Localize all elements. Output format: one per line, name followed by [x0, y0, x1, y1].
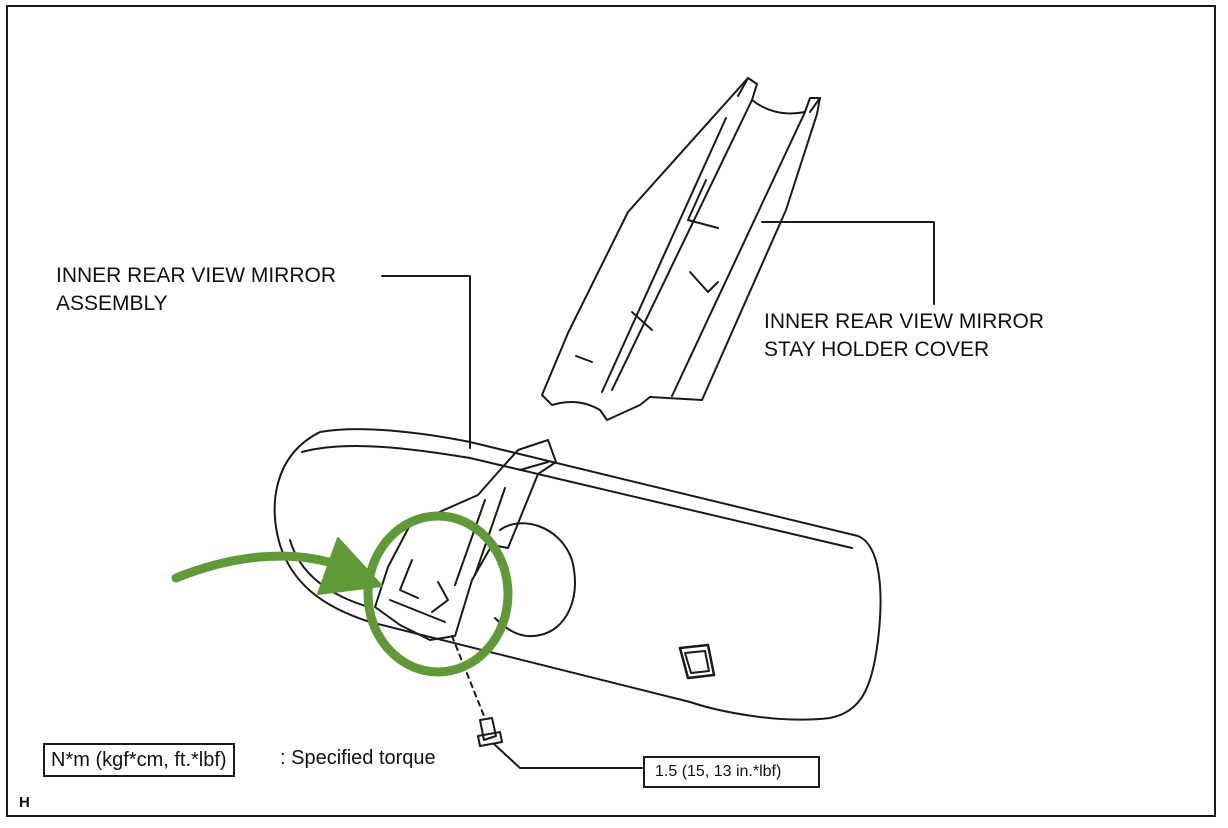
- figure-code: H: [19, 794, 30, 811]
- mounting-bolt: [477, 717, 503, 747]
- torque-value-box: 1.5 (15, 13 in.*lbf): [643, 756, 820, 788]
- mirror-label-leader: [381, 275, 471, 449]
- cover-label-leader: [761, 221, 935, 305]
- specified-torque-legend-text: : Specified torque: [280, 747, 436, 769]
- torque-unit-legend-box: N*m (kgf*cm, ft.*lbf): [43, 743, 235, 777]
- mirror-assembly-label-line1: INNER REAR VIEW MIRROR: [56, 264, 337, 287]
- highlight-arrow: [171, 537, 383, 595]
- mirror-mount-bracket: [374, 439, 576, 641]
- highlight-circle: [363, 511, 513, 677]
- install-path-dashed-line: [451, 635, 485, 717]
- stay-holder-cover-label-line1: INNER REAR VIEW MIRROR: [764, 310, 1045, 333]
- stay-holder-cover-label-line2: STAY HOLDER COVER: [764, 338, 990, 361]
- torque-leader: [493, 743, 643, 769]
- stay-holder-cover: [541, 77, 821, 421]
- mirror-assembly-label-line2: ASSEMBLY: [56, 292, 168, 315]
